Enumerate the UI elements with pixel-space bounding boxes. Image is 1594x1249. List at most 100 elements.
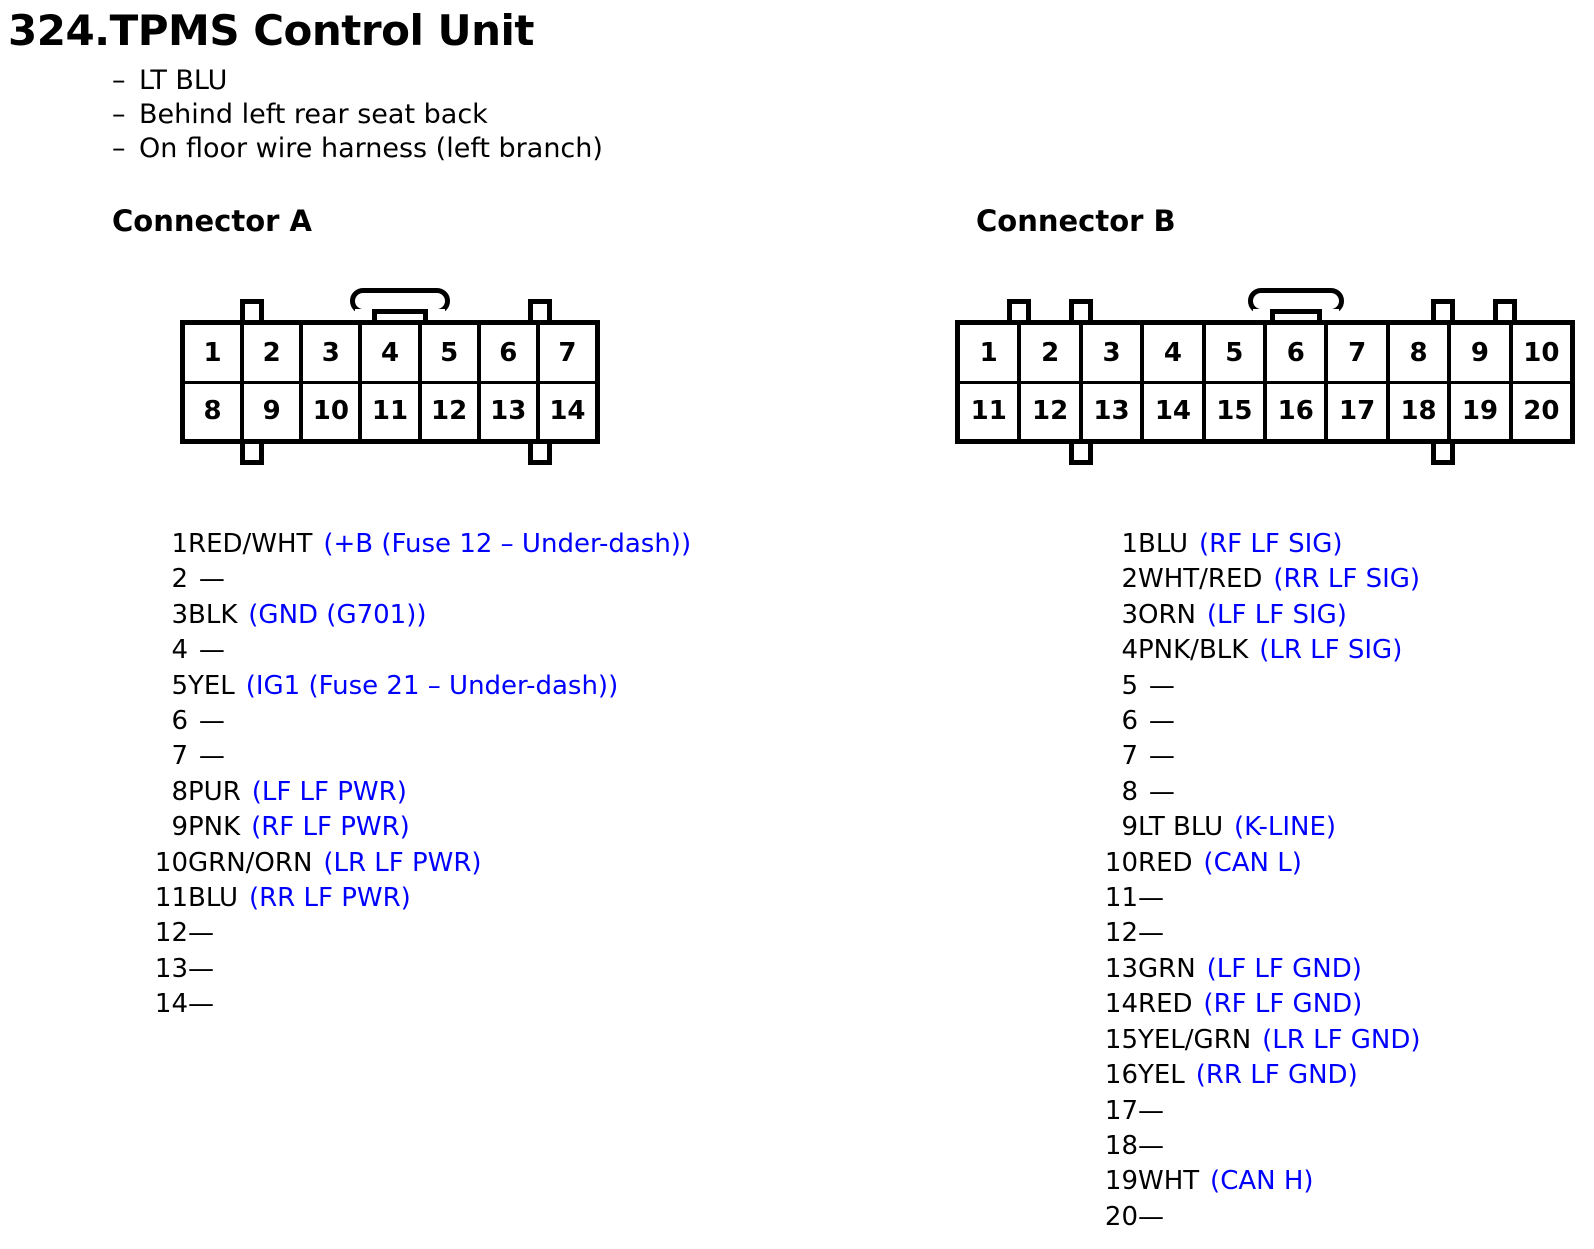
pin-description: (LF LF SIG)	[1206, 599, 1347, 630]
pin-number: 7	[171, 741, 188, 772]
pin-wire-color: LT BLU	[1138, 812, 1224, 843]
pin-description: (LR LF GND)	[1262, 1024, 1421, 1055]
pin-wire-color: RED	[1138, 847, 1193, 878]
connector-b-pin-15: 15	[1206, 383, 1268, 439]
pin-number: 4	[1121, 635, 1138, 666]
connector-b-pin-5: 5	[1206, 325, 1268, 381]
pin-description: —	[1138, 1201, 1164, 1232]
pin-description: —	[1148, 776, 1175, 807]
pin-number: 7	[1121, 741, 1138, 772]
connector-b-heading: Connector B	[976, 204, 1176, 238]
pin-entry: 18—	[1100, 1129, 1421, 1164]
connector-b-pin-13: 13	[1083, 383, 1145, 439]
pin-description: —	[1148, 741, 1175, 772]
pin-wire-color: PNK/BLK	[1138, 635, 1249, 666]
connector-b-pin-18: 18	[1390, 383, 1452, 439]
pin-number: 13	[1104, 953, 1138, 984]
note-label: LT BLU	[139, 65, 228, 96]
connector-b-bottom-tab	[1069, 439, 1093, 465]
pin-number: 6	[171, 706, 188, 737]
note-item: –Behind left rear seat back	[112, 98, 603, 132]
pin-wire-color: YEL/GRN	[1138, 1024, 1252, 1055]
pin-number: 17	[1104, 1095, 1138, 1126]
pin-description: —	[1138, 1130, 1164, 1161]
pin-entry: 17—	[1100, 1094, 1421, 1129]
pin-description: (GND (G701))	[248, 599, 427, 630]
pin-number: 12	[1104, 918, 1138, 949]
latch-notch-left	[1253, 309, 1270, 323]
pin-description: —	[198, 635, 225, 666]
pin-description: (LF LF PWR)	[251, 776, 407, 807]
pin-description: —	[188, 953, 214, 984]
connector-b-pin-12: 12	[1021, 383, 1083, 439]
pin-description: —	[1148, 706, 1175, 737]
connector-b-pin-7: 7	[1328, 325, 1390, 381]
pin-entry: 12—	[150, 916, 691, 951]
pin-wire-color: RED	[1138, 989, 1193, 1020]
connector-a-pin-2: 2	[244, 325, 304, 381]
connector-b-pin-3: 3	[1083, 325, 1145, 381]
latch-notch-right	[428, 309, 445, 323]
pin-entry: 4—	[150, 633, 691, 668]
connector-b-pin-1: 1	[960, 325, 1022, 381]
pin-number: 2	[1121, 564, 1138, 595]
pin-number: 8	[1121, 776, 1138, 807]
connector-a-pin-13: 13	[481, 383, 540, 439]
pin-wire-color: BLU	[1138, 529, 1189, 559]
connector-b-pin-11: 11	[960, 383, 1022, 439]
pin-description: (RF LF GND)	[1203, 989, 1363, 1020]
pin-description: —	[1138, 883, 1164, 914]
pin-entry: 8—	[1100, 775, 1421, 810]
pin-number: 5	[171, 670, 188, 701]
pin-description: —	[198, 564, 225, 595]
pin-wire-color: GRN	[1138, 953, 1196, 984]
pin-wire-color: WHT	[1138, 1166, 1200, 1197]
pin-description: —	[198, 706, 225, 737]
pin-description: —	[1138, 1095, 1164, 1126]
connector-b-pin-4: 4	[1144, 325, 1206, 381]
connector-a-pin-5: 5	[422, 325, 481, 381]
pin-number: 16	[1104, 1060, 1138, 1091]
pin-number: 5	[1121, 670, 1138, 701]
connector-a-heading: Connector A	[112, 204, 312, 238]
pin-entry: 13—	[150, 952, 691, 987]
pin-description: (RR LF SIG)	[1273, 564, 1421, 595]
pin-description: (CAN L)	[1203, 847, 1302, 878]
pin-number: 11	[154, 883, 188, 914]
pin-description: (IG1 (Fuse 21 – Under-dash))	[245, 670, 619, 701]
connector-a-pin-3: 3	[303, 325, 363, 381]
pin-description: —	[188, 918, 214, 949]
connector-a-pin-14: 14	[549, 396, 586, 427]
notes-list: –LT BLU–Behind left rear seat back–On fl…	[112, 64, 603, 166]
pin-number: 10	[154, 847, 188, 878]
pin-description: (+B (Fuse 12 – Under-dash))	[323, 529, 692, 559]
connector-a-pin-1: 1	[185, 325, 245, 381]
pin-number: 15	[1104, 1024, 1138, 1055]
note-label: On floor wire harness (left branch)	[139, 133, 603, 164]
pin-wire-color: GRN/ORN	[188, 847, 313, 878]
pin-number: 13	[154, 953, 188, 984]
latch-notch-right	[1322, 309, 1339, 323]
connector-a-pin-12: 12	[422, 383, 481, 439]
pin-wire-color: BLK	[188, 599, 238, 630]
pin-number: 11	[1104, 883, 1138, 914]
pin-wire-color: PUR	[188, 776, 241, 807]
pin-entry: 5—	[1100, 669, 1421, 704]
pin-description: (RR LF PWR)	[248, 883, 411, 914]
pin-number: 1	[171, 529, 188, 559]
pin-number: 9	[1121, 812, 1138, 843]
pin-number: 3	[171, 599, 188, 630]
